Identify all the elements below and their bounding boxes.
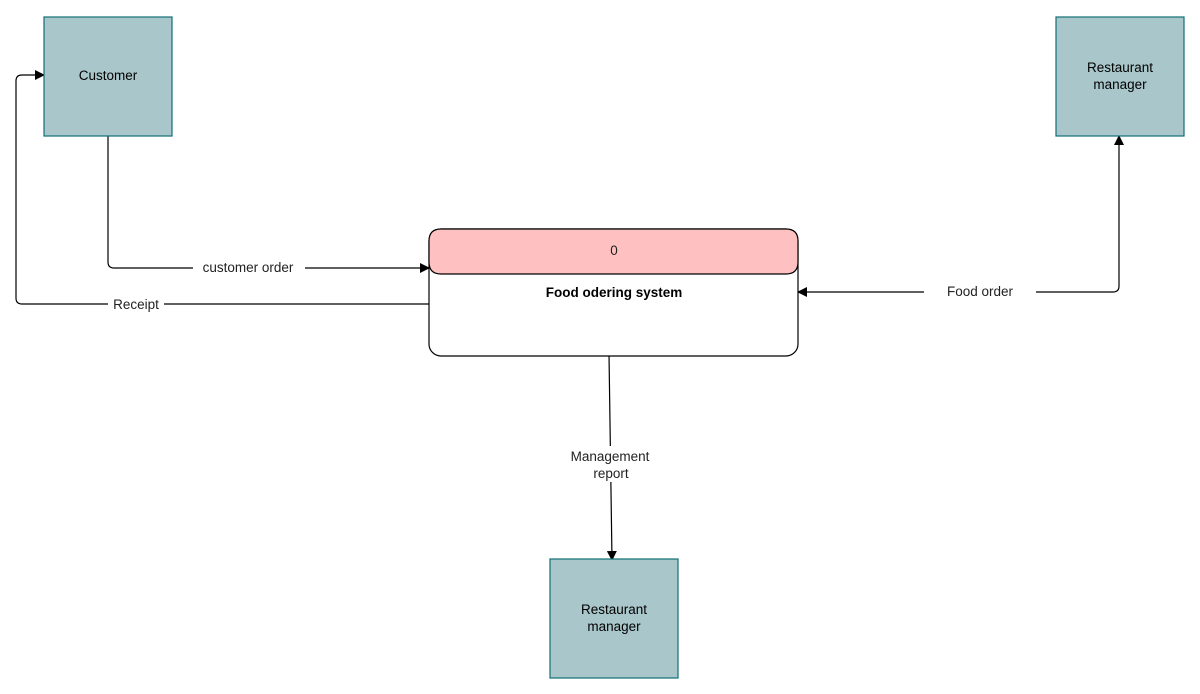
process-food-ordering-system[interactable]: 0 Food odering system	[428, 228, 799, 357]
entity-restaurant-manager-top[interactable]: Restaurant manager	[1055, 16, 1185, 137]
flow-label-food-order-text: Food order	[947, 284, 1014, 299]
entity-restaurant-manager-bottom-label-line1: Restaurant	[581, 602, 647, 617]
process-name: Food odering system	[546, 285, 683, 300]
entity-customer-label: Customer	[79, 68, 138, 83]
flow-label-management-report-line2: report	[593, 466, 629, 481]
entity-restaurant-manager-top-label-line2: manager	[1093, 77, 1147, 92]
flow-label-management-report: Management report	[563, 446, 657, 482]
entity-restaurant-manager-bottom[interactable]: Restaurant manager	[549, 558, 679, 679]
entity-restaurant-manager-bottom-label-line2: manager	[587, 619, 641, 634]
flow-label-customer-order-bg	[193, 259, 305, 277]
entity-restaurant-manager-top-box	[1055, 16, 1185, 137]
flow-label-food-order: Food order	[947, 284, 1014, 299]
entity-customer-box	[43, 16, 173, 137]
flow-label-customer-order-text: customer order	[203, 260, 294, 275]
entity-customer[interactable]: Customer	[43, 16, 173, 137]
flow-label-customer-order: customer order	[193, 259, 305, 277]
entity-restaurant-manager-bottom-box	[549, 558, 679, 679]
flow-label-management-report-bg	[563, 446, 657, 482]
flow-label-receipt-text: Receipt	[113, 297, 159, 312]
process-id: 0	[610, 243, 618, 258]
flow-label-receipt-bg	[108, 295, 164, 313]
flow-customer-order[interactable]	[107, 136, 430, 273]
flow-receipt[interactable]	[15, 70, 429, 305]
entity-restaurant-manager-top-label-line1: Restaurant	[1087, 60, 1153, 75]
flow-label-receipt: Receipt	[108, 295, 164, 313]
flow-food-order-to-manager[interactable]	[1036, 135, 1124, 293]
process-header	[428, 228, 799, 275]
flow-label-management-report-line1: Management	[571, 449, 650, 464]
